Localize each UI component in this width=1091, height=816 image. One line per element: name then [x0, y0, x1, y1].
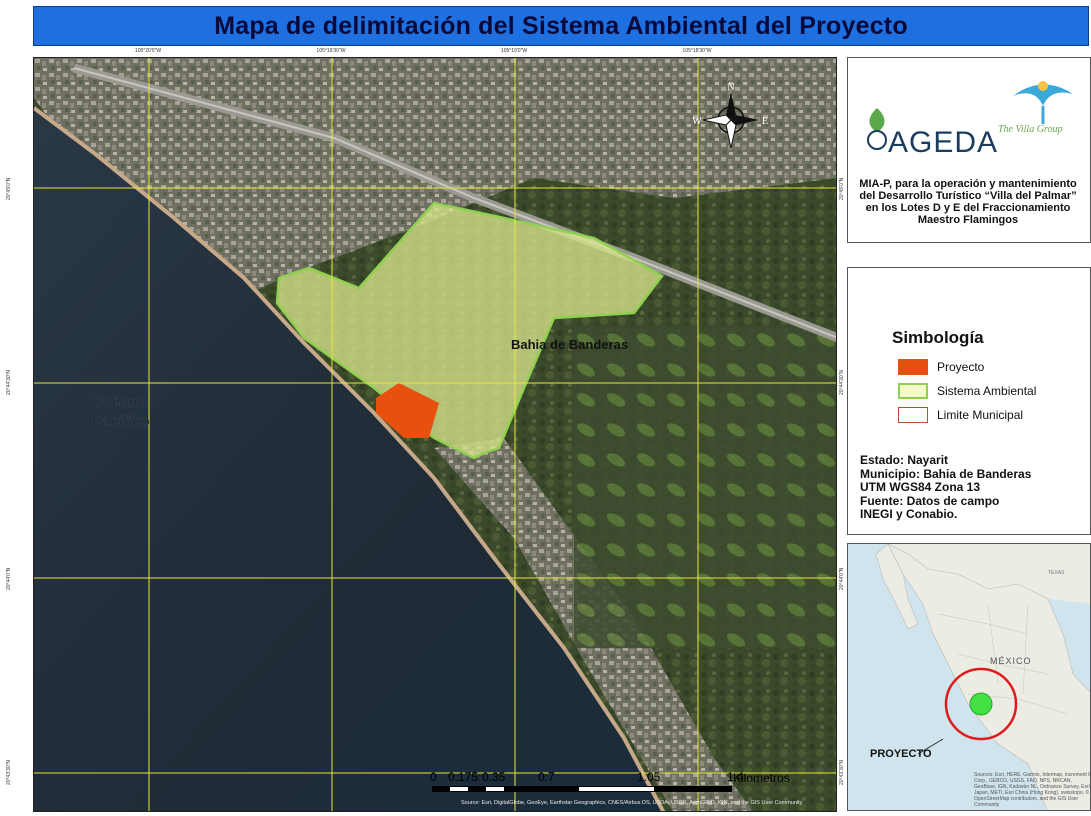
legend-swatch-proyecto [898, 359, 928, 375]
legend-label-proyecto: Proyecto [937, 360, 985, 374]
ageda-leaf-icon [867, 108, 887, 150]
inset-map[interactable]: TEXAS MÉXICO PROYECTO Sources: Esri, HER… [847, 543, 1091, 811]
scale-label-035: 0.35 [482, 770, 506, 784]
villa-group-logo-icon [1013, 81, 1073, 124]
info-municipio: Municipio: Bahia de Banderas [860, 466, 1032, 481]
coord-left-4: 20°43'30"N [6, 759, 12, 785]
coord-top-2: 105°19'30"W [316, 48, 346, 54]
map-info: Estado: Nayarit Municipio: Bahia de Band… [860, 453, 1032, 522]
info-estado: Estado: Nayarit [860, 453, 949, 467]
compass-n: N [727, 82, 734, 93]
satellite-map: N E W Bahia de Banderas Océano Pacífico [34, 58, 836, 811]
scale-bar: 0 0.175 0.35 0.7 1.05 1.4 [430, 770, 744, 810]
compass-rose-icon: N E W [692, 82, 768, 149]
coord-right-2: 20°44'30"N [839, 369, 845, 395]
label-oceano: Océano [92, 394, 147, 411]
legend-label-sistema: Sistema Ambiental [937, 384, 1037, 398]
compass-e: E [762, 116, 768, 127]
description-line-2: del Desarrollo Turístico “Villa del Palm… [859, 190, 1077, 202]
map-title: Mapa de delimitación del Sistema Ambient… [214, 11, 908, 40]
ageda-logo-text: AGEDA [888, 126, 999, 159]
logo-panel: AGEDA The Villa Group MIA-P, para la ope… [847, 57, 1091, 243]
description-line-1: MIA-P, para la operación y mantenimiento [859, 178, 1077, 190]
legend-item-sistema: Sistema Ambiental [898, 382, 1036, 400]
inset-label-proyecto: PROYECTO [870, 748, 932, 760]
info-inegi: INEGI y Conabio. [860, 507, 958, 522]
coord-left-3: 20°44'0"N [6, 567, 12, 590]
coord-right-3: 20°44'0"N [839, 567, 845, 590]
project-description: MIA-P, para la operación y mantenimiento… [842, 178, 1091, 226]
legend-panel: Simbología Proyecto Sistema Ambiental Li… [847, 267, 1091, 535]
coord-top-4: 105°18'30"W [682, 48, 712, 54]
inset-label-mexico: MÉXICO [990, 656, 1032, 666]
scale-label-0: 0 [430, 770, 437, 784]
scale-label-0175: 0.175 [448, 770, 479, 784]
coord-top-3: 105°19'0"W [500, 48, 528, 54]
map-title-bar: Mapa de delimitación del Sistema Ambient… [33, 6, 1089, 46]
scale-label-07: 0.7 [538, 770, 555, 784]
coord-left-2: 20°44'30"N [6, 369, 12, 395]
inset-map-graphic: TEXAS MÉXICO PROYECTO [848, 544, 1090, 810]
scale-label-14: 1.4 [727, 770, 744, 784]
info-utm: UTM WGS84 Zona 13 [860, 480, 981, 495]
coord-top-1: 105°20'0"W [134, 48, 162, 54]
legend-title: Simbología [892, 328, 984, 347]
coord-left-1: 20°45'0"N [6, 177, 12, 200]
scale-label-105: 1.05 [637, 770, 661, 784]
inset-attribution: Sources: Esri, HERE, Garmin, Intermap, i… [974, 772, 1091, 808]
description-line-3: en los Lotes D y E del Fraccionamiento [865, 202, 1071, 214]
label-pacifico: Pacífico [92, 413, 150, 430]
description-line-4: Maestro Flamingos [917, 214, 1019, 226]
legend-label-limite: Limite Municipal [937, 408, 1024, 422]
legend-swatch-limite [898, 407, 928, 423]
compass-w: W [692, 116, 702, 127]
label-bahia-banderas: Bahia de Banderas [511, 337, 628, 352]
legend-item-proyecto: Proyecto [898, 358, 984, 376]
main-map[interactable]: N E W Bahia de Banderas Océano Pacífico … [33, 57, 837, 812]
coord-right-4: 20°43'30"N [839, 759, 845, 785]
scale-unit: Kilometros [733, 771, 790, 785]
map-attribution: Source: Esri, DigitalGlobe, GeoEye, Eart… [461, 800, 803, 806]
villa-group-logo-text: The Villa Group [998, 124, 1063, 135]
legend-swatch-sistema [898, 383, 928, 399]
info-fuente: Fuente: Datos de campo [860, 493, 1000, 508]
legend-item-limite: Limite Municipal [898, 406, 1023, 424]
inset-label-texas: TEXAS [1048, 570, 1065, 576]
